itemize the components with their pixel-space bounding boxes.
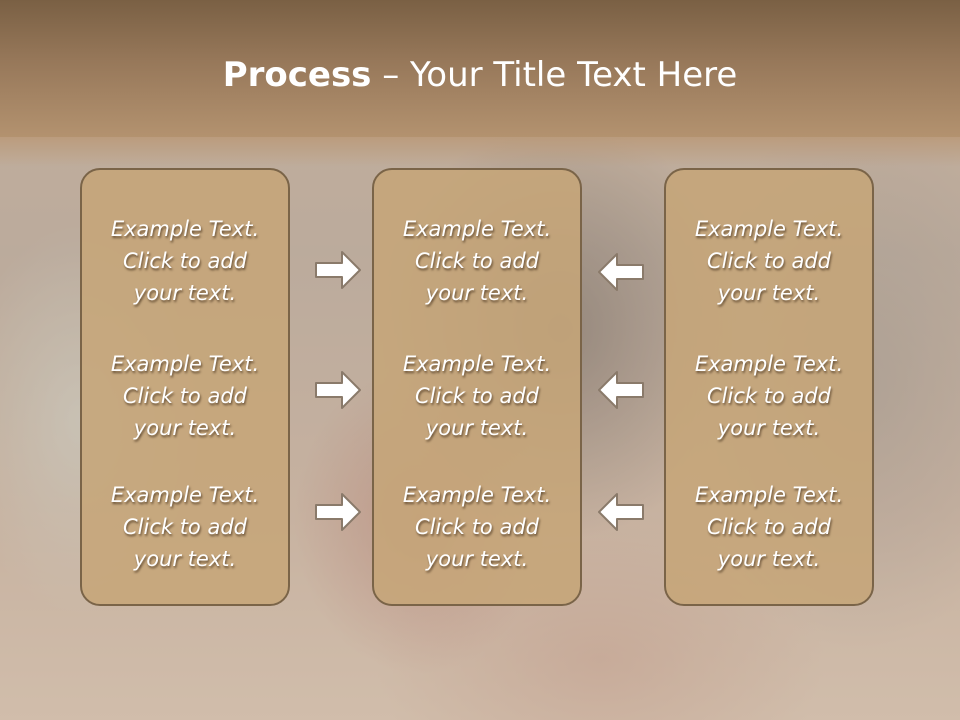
arrow-left-icon bbox=[598, 493, 644, 531]
process-panel-1[interactable]: Example Text. Click to add your text. Ex… bbox=[80, 168, 290, 606]
process-panel-2[interactable]: Example Text. Click to add your text. Ex… bbox=[372, 168, 582, 606]
text-line: Click to add bbox=[706, 515, 831, 539]
text-line: Click to add bbox=[122, 515, 247, 539]
text-line: Example Text. bbox=[694, 352, 844, 376]
text-line: your text. bbox=[717, 281, 821, 305]
text-block[interactable]: Example Text. Click to add your text. bbox=[82, 348, 288, 444]
text-line: Click to add bbox=[414, 384, 539, 408]
text-block[interactable]: Example Text. Click to add your text. bbox=[666, 213, 872, 309]
text-line: Example Text. bbox=[110, 483, 260, 507]
text-line: Example Text. bbox=[694, 483, 844, 507]
title-bar bbox=[0, 0, 960, 137]
text-line: Click to add bbox=[414, 249, 539, 273]
text-line: your text. bbox=[133, 547, 237, 571]
text-line: your text. bbox=[717, 547, 821, 571]
text-block[interactable]: Example Text. Click to add your text. bbox=[666, 479, 872, 575]
slide-title[interactable]: Process – Your Title Text Here bbox=[0, 52, 960, 98]
text-line: Click to add bbox=[706, 249, 831, 273]
text-line: Example Text. bbox=[110, 352, 260, 376]
text-line: Example Text. bbox=[110, 217, 260, 241]
text-block[interactable]: Example Text. Click to add your text. bbox=[374, 213, 580, 309]
text-line: your text. bbox=[717, 416, 821, 440]
text-block[interactable]: Example Text. Click to add your text. bbox=[374, 348, 580, 444]
text-line: Example Text. bbox=[402, 217, 552, 241]
text-block[interactable]: Example Text. Click to add your text. bbox=[82, 479, 288, 575]
text-block[interactable]: Example Text. Click to add your text. bbox=[374, 479, 580, 575]
process-panel-3[interactable]: Example Text. Click to add your text. Ex… bbox=[664, 168, 874, 606]
text-line: Click to add bbox=[122, 384, 247, 408]
text-block[interactable]: Example Text. Click to add your text. bbox=[82, 213, 288, 309]
text-line: Click to add bbox=[414, 515, 539, 539]
text-line: your text. bbox=[425, 547, 529, 571]
text-line: Example Text. bbox=[402, 352, 552, 376]
arrow-right-icon bbox=[315, 371, 361, 409]
title-band bbox=[0, 137, 960, 167]
title-bold: Process bbox=[222, 55, 372, 95]
title-rest: – Your Title Text Here bbox=[371, 55, 738, 95]
arrow-left-icon bbox=[598, 253, 644, 291]
text-line: Example Text. bbox=[402, 483, 552, 507]
arrow-left-icon bbox=[598, 371, 644, 409]
text-line: Example Text. bbox=[694, 217, 844, 241]
text-block[interactable]: Example Text. Click to add your text. bbox=[666, 348, 872, 444]
arrow-right-icon bbox=[315, 251, 361, 289]
text-line: Click to add bbox=[122, 249, 247, 273]
text-line: your text. bbox=[133, 416, 237, 440]
text-line: Click to add bbox=[706, 384, 831, 408]
text-line: your text. bbox=[425, 416, 529, 440]
arrow-right-icon bbox=[315, 493, 361, 531]
text-line: your text. bbox=[133, 281, 237, 305]
text-line: your text. bbox=[425, 281, 529, 305]
